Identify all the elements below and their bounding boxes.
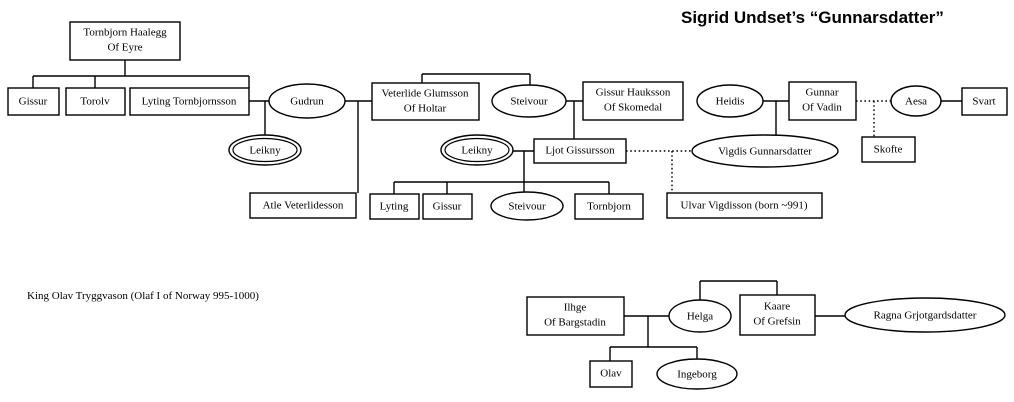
node-torolv[interactable]: Torolv xyxy=(65,87,126,116)
node-leikny-2[interactable]: Leikny xyxy=(440,134,514,166)
node-svart[interactable]: Svart xyxy=(961,87,1008,116)
node-leikny-1[interactable]: Leikny xyxy=(228,134,302,166)
node-label: Kaare xyxy=(764,301,790,313)
node-label: Helga xyxy=(687,311,713,323)
node-label: Olav xyxy=(600,368,622,380)
node-label: Lyting xyxy=(380,201,409,213)
node-label: Of Bargstadin xyxy=(544,317,606,329)
node-label: Svart xyxy=(972,96,995,108)
node-label: Ingeborg xyxy=(677,369,717,381)
node-kaare-of-grefsin[interactable]: Kaare Of Grefsin xyxy=(739,294,816,336)
king-olav-note: King Olav Tryggvason (Olaf I of Norway 9… xyxy=(27,290,259,302)
page-title: Sigrid Undset’s “Gunnarsdatter” xyxy=(681,8,944,27)
node-label: Gissur Hauksson xyxy=(596,87,671,99)
node-label: Tornbjorn Haalegg xyxy=(83,27,167,39)
node-label: Vigdis Gunnarsdatter xyxy=(718,146,812,158)
node-heidis[interactable]: Heidis xyxy=(696,84,764,118)
node-helga[interactable]: Helga xyxy=(668,299,732,333)
node-label: Heidis xyxy=(716,96,745,108)
node-label: Gunnar xyxy=(806,87,839,99)
node-label: Steivour xyxy=(510,96,548,108)
node-gudrun[interactable]: Gudrun xyxy=(268,83,346,119)
node-ulvar-vigdisson[interactable]: Ulvar Vigdisson (born ~991) xyxy=(666,192,823,219)
node-atle-veterlidesson[interactable]: Atle Veterlidesson xyxy=(249,192,357,219)
node-ingeborg[interactable]: Ingeborg xyxy=(656,358,738,390)
node-label: Lyting Tornbjornsson xyxy=(142,96,237,108)
node-steivour-2[interactable]: Steivour xyxy=(490,191,564,221)
node-label: Of Grefsin xyxy=(753,316,801,328)
node-tornbjorn-2[interactable]: Tornbjorn xyxy=(574,193,644,220)
node-gissur-1[interactable]: Gissur xyxy=(7,87,60,116)
node-vigdis-gunnarsdatter[interactable]: Vigdis Gunnarsdatter xyxy=(691,134,839,168)
node-skofte[interactable]: Skofte xyxy=(861,136,916,163)
node-ljot-gissursson[interactable]: Ljot Gissursson xyxy=(533,138,627,164)
node-lyting-tornbjornsson[interactable]: Lyting Tornbjornsson xyxy=(129,87,250,116)
node-label: Leikny xyxy=(249,145,281,157)
node-label: Aesa xyxy=(905,96,927,108)
node-gissur-hauksson[interactable]: Gissur Hauksson Of Skomedal xyxy=(582,81,684,121)
node-label: Of Holtar xyxy=(404,103,447,115)
node-label: Gissur xyxy=(433,201,462,213)
node-veterlide-glumsson[interactable]: Veterlide Glumsson Of Holtar xyxy=(371,82,480,121)
node-gissur-2[interactable]: Gissur xyxy=(422,193,473,220)
node-ragna-grjotgardsdatter[interactable]: Ragna Grjotgardsdatter xyxy=(844,297,1006,333)
node-ilhge-of-bargstadin[interactable]: Ilhge Of Bargstadin xyxy=(526,296,625,336)
node-tornbjorn-haalegg[interactable]: Tornbjorn Haalegg Of Eyre xyxy=(69,21,181,61)
node-label: Steivour xyxy=(508,201,546,213)
node-label: Atle Veterlidesson xyxy=(263,200,344,212)
node-lyting-2[interactable]: Lyting xyxy=(369,193,420,220)
node-label: Tornbjorn xyxy=(587,201,631,213)
node-label: Leikny xyxy=(461,145,493,157)
node-label: Ulvar Vigdisson (born ~991) xyxy=(681,200,808,212)
node-label: Ragna Grjotgardsdatter xyxy=(874,310,977,322)
node-olav[interactable]: Olav xyxy=(589,360,633,388)
node-aesa[interactable]: Aesa xyxy=(890,85,942,117)
node-label: Of Eyre xyxy=(107,42,142,54)
node-label: Ilhge xyxy=(564,302,587,314)
node-label: Veterlide Glumsson xyxy=(381,88,469,100)
node-label: Gissur xyxy=(19,96,48,108)
node-label: Skofte xyxy=(874,144,903,156)
connector-layer xyxy=(32,60,962,361)
node-label: Torolv xyxy=(80,96,110,108)
node-gunnar-of-vadin[interactable]: Gunnar Of Vadin xyxy=(788,81,857,121)
node-layer: Tornbjorn Haalegg Of Eyre Gissur Torolv … xyxy=(7,21,1008,390)
node-steivour-1[interactable]: Steivour xyxy=(491,84,567,118)
node-label: Ljot Gissursson xyxy=(545,145,615,157)
node-label: Of Vadin xyxy=(802,102,842,114)
node-label: Of Skomedal xyxy=(604,102,662,114)
node-label: Gudrun xyxy=(290,96,324,108)
